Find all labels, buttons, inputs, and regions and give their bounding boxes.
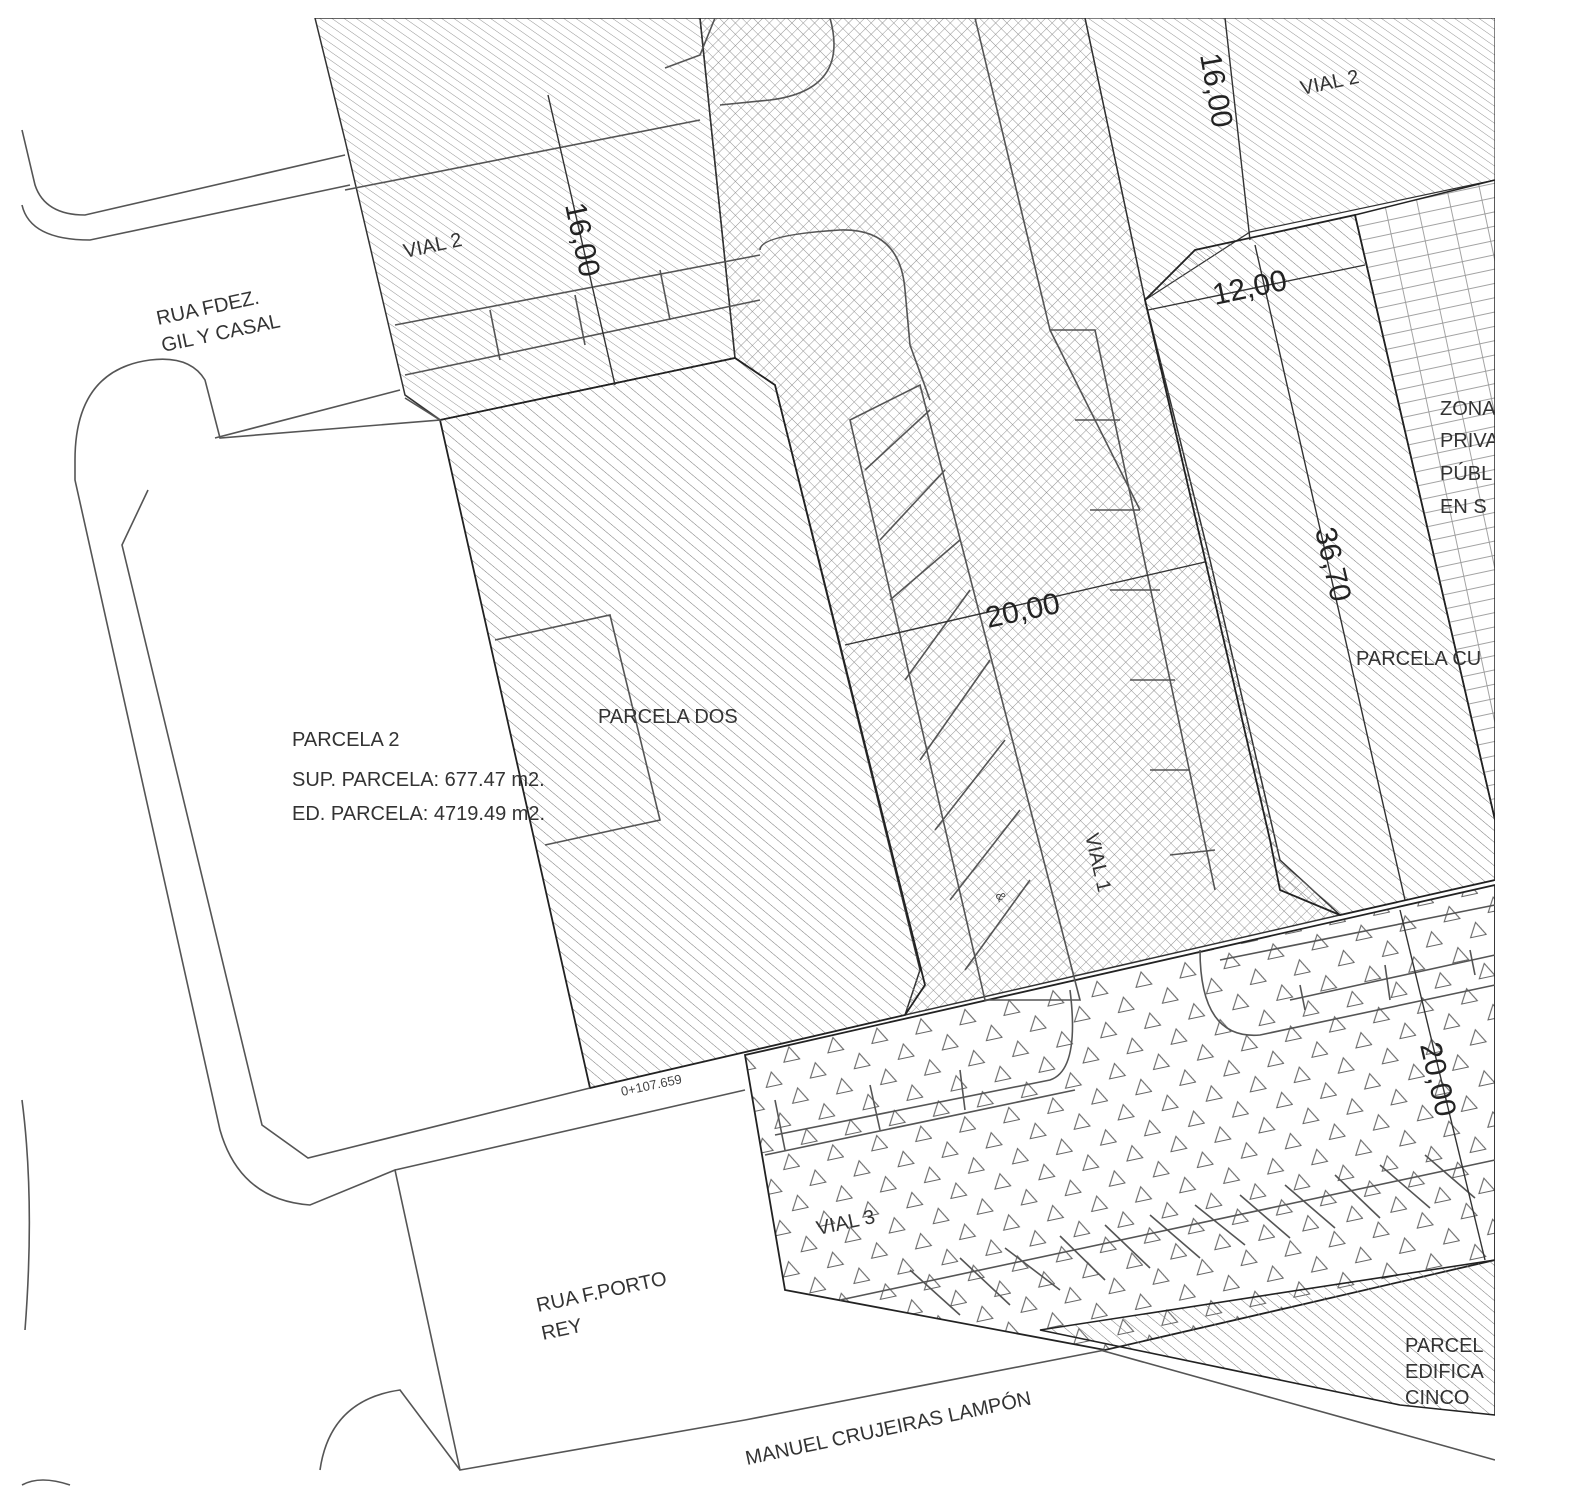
parking-stalls bbox=[864, 409, 1476, 1316]
label-parcel-2: EDIFICA bbox=[1405, 1361, 1485, 1383]
label-manuel-crujeiras: MANUEL CRUJEIRAS LAMPÓN bbox=[743, 1387, 1033, 1470]
label-parcela-cu: PARCELA CU bbox=[1356, 648, 1481, 670]
top-margin bbox=[0, 0, 1583, 18]
label-parcel-1: PARCEL bbox=[1405, 1335, 1484, 1357]
label-parcela-dos: PARCELA DOS bbox=[598, 706, 738, 728]
dimension-lines bbox=[547, 17, 1486, 1261]
label-parcel-3: CINCO bbox=[1405, 1387, 1469, 1409]
label-zona-1: ZONA bbox=[1440, 398, 1496, 420]
vial-2-left-area bbox=[314, 17, 736, 421]
label-ed-parcela: ED. PARCELA: 4719.49 m2. bbox=[292, 803, 545, 825]
right-margin bbox=[1495, 0, 1583, 1500]
label-zona-4: EN S bbox=[1440, 496, 1487, 518]
label-rua-porto: RUA F.PORTO bbox=[534, 1268, 668, 1317]
label-zona-3: PÚBL bbox=[1440, 462, 1492, 485]
label-zona-2: PRIVA bbox=[1440, 430, 1499, 452]
label-parcela-2: PARCELA 2 bbox=[292, 729, 399, 751]
label-sup-parcela: SUP. PARCELA: 677.47 m2. bbox=[292, 769, 545, 791]
label-rey: REY bbox=[539, 1315, 584, 1345]
